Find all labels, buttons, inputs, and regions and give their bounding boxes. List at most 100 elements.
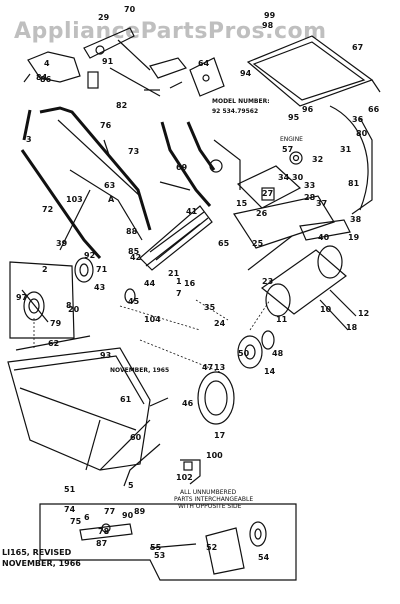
part-callout-71: 71 <box>96 265 108 274</box>
part-callout-23: 23 <box>262 277 273 286</box>
part-callout-104: 104 <box>144 315 161 324</box>
part-callout-100: 100 <box>206 451 223 460</box>
left-wheel-drive <box>74 257 136 304</box>
drive-wheel <box>197 330 275 425</box>
right-handle <box>159 121 241 207</box>
leader-lines <box>33 299 271 373</box>
part-callout-69: 69 <box>176 163 188 172</box>
part-callout-12: 12 <box>358 309 369 318</box>
part-callout-89: 89 <box>134 507 146 516</box>
part-callout-A: A <box>108 195 115 204</box>
part-callout-90: 90 <box>122 511 134 520</box>
part-callout-32: 32 <box>312 155 323 164</box>
part-callout-25: 25 <box>252 239 264 248</box>
model-heading: MODEL NUMBER: <box>212 98 270 105</box>
support-rods <box>85 397 169 487</box>
part-callout-75: 75 <box>70 517 82 526</box>
part-callout-33: 33 <box>304 181 315 190</box>
part-callout-40: 40 <box>318 233 330 242</box>
part-callout-46: 46 <box>182 399 194 408</box>
part-callout-6: 6 <box>84 513 90 522</box>
footer-line1: LI165, REVISED <box>2 548 72 557</box>
part-callout-18: 18 <box>346 323 358 332</box>
part-callout-11: 11 <box>276 315 288 324</box>
part-callout-5: 5 <box>128 481 134 490</box>
part-callout-53: 53 <box>154 551 165 560</box>
part-callout-97: 97 <box>16 293 27 302</box>
part-callout-87: 87 <box>96 539 107 548</box>
part-callout-86: 86 <box>40 75 52 84</box>
model-number: 92 534.79562 <box>212 108 258 115</box>
cable <box>329 105 369 211</box>
part-callout-52: 52 <box>206 543 217 552</box>
part-callout-29: 29 <box>98 13 110 22</box>
part-callout-3: 3 <box>26 135 32 144</box>
part-callout-96: 96 <box>302 105 314 114</box>
part-callout-4: 4 <box>44 59 50 68</box>
note-line2: PARTS INTERCHANGEABLE <box>174 496 253 503</box>
part-callout-37: 37 <box>316 199 327 208</box>
part-callout-41: 41 <box>186 207 198 216</box>
part-callout-28: 28 <box>304 193 316 202</box>
part-callout-73: 73 <box>128 147 139 156</box>
part-callout-48: 48 <box>272 349 284 358</box>
part-callout-44: 44 <box>144 279 156 288</box>
note-line1: ALL UNNUMBERED <box>180 489 237 496</box>
part-callout-94: 94 <box>240 69 252 78</box>
part-callout-35: 35 <box>204 303 216 312</box>
part-callout-54: 54 <box>258 553 270 562</box>
side-plate <box>9 261 75 339</box>
part-callout-76: 76 <box>100 121 112 130</box>
engine-block <box>233 151 335 249</box>
part-callout-2: 2 <box>42 265 48 274</box>
part-callout-91: 91 <box>102 57 114 66</box>
part-callout-38: 38 <box>350 215 362 224</box>
part-callout-102: 102 <box>176 473 193 482</box>
part-callout-43: 43 <box>94 283 105 292</box>
part-callout-17: 17 <box>214 431 225 440</box>
part-callout-92: 92 <box>84 251 95 260</box>
part-callout-66: 66 <box>368 105 380 114</box>
part-callout-14: 14 <box>264 367 276 376</box>
part-callout-16: 16 <box>184 279 196 288</box>
part-callout-93: 93 <box>100 351 111 360</box>
bottom-inset <box>39 503 297 581</box>
part-callout-84: 84 <box>36 73 48 82</box>
part-callout-10: 10 <box>320 305 332 314</box>
part-callout-26: 26 <box>256 209 268 218</box>
part-callout-21: 21 <box>168 269 180 278</box>
part-callout-36: 36 <box>352 115 364 124</box>
part-callout-30: 30 <box>292 173 304 182</box>
part-callout-20: 20 <box>68 305 80 314</box>
part-callout-79: 79 <box>50 319 62 328</box>
part-callout-39: 39 <box>56 239 68 248</box>
engine-label: ENGINE <box>280 136 303 143</box>
part-callout-62: 62 <box>48 339 59 348</box>
part-callout-77: 77 <box>104 507 115 516</box>
part-callout-80: 80 <box>356 129 368 138</box>
roller <box>247 235 347 317</box>
part-callout-78: 78 <box>98 527 110 536</box>
part-callout-70: 70 <box>124 5 136 14</box>
part-callout-55: 55 <box>150 543 162 552</box>
part-callout-13: 13 <box>214 363 225 372</box>
part-callout-24: 24 <box>214 319 226 328</box>
part-callout-7: 7 <box>176 289 182 298</box>
part-callout-57: 57 <box>282 145 293 154</box>
part-callout-72: 72 <box>42 205 53 214</box>
date-top: NOVEMBER, 1965 <box>110 367 169 374</box>
part-callout-64: 64 <box>198 59 210 68</box>
handle-assembly <box>20 106 152 259</box>
part-callout-99: 99 <box>264 11 276 20</box>
part-callout-63: 63 <box>104 181 115 190</box>
part-callout-81: 81 <box>348 179 360 188</box>
part-callout-65: 65 <box>218 239 230 248</box>
part-callout-88: 88 <box>126 227 138 236</box>
rear-bracket <box>299 117 373 331</box>
inset-handle-bracket <box>23 27 161 97</box>
part-callout-98: 98 <box>262 21 274 30</box>
inset-blade-bracket <box>144 57 225 97</box>
